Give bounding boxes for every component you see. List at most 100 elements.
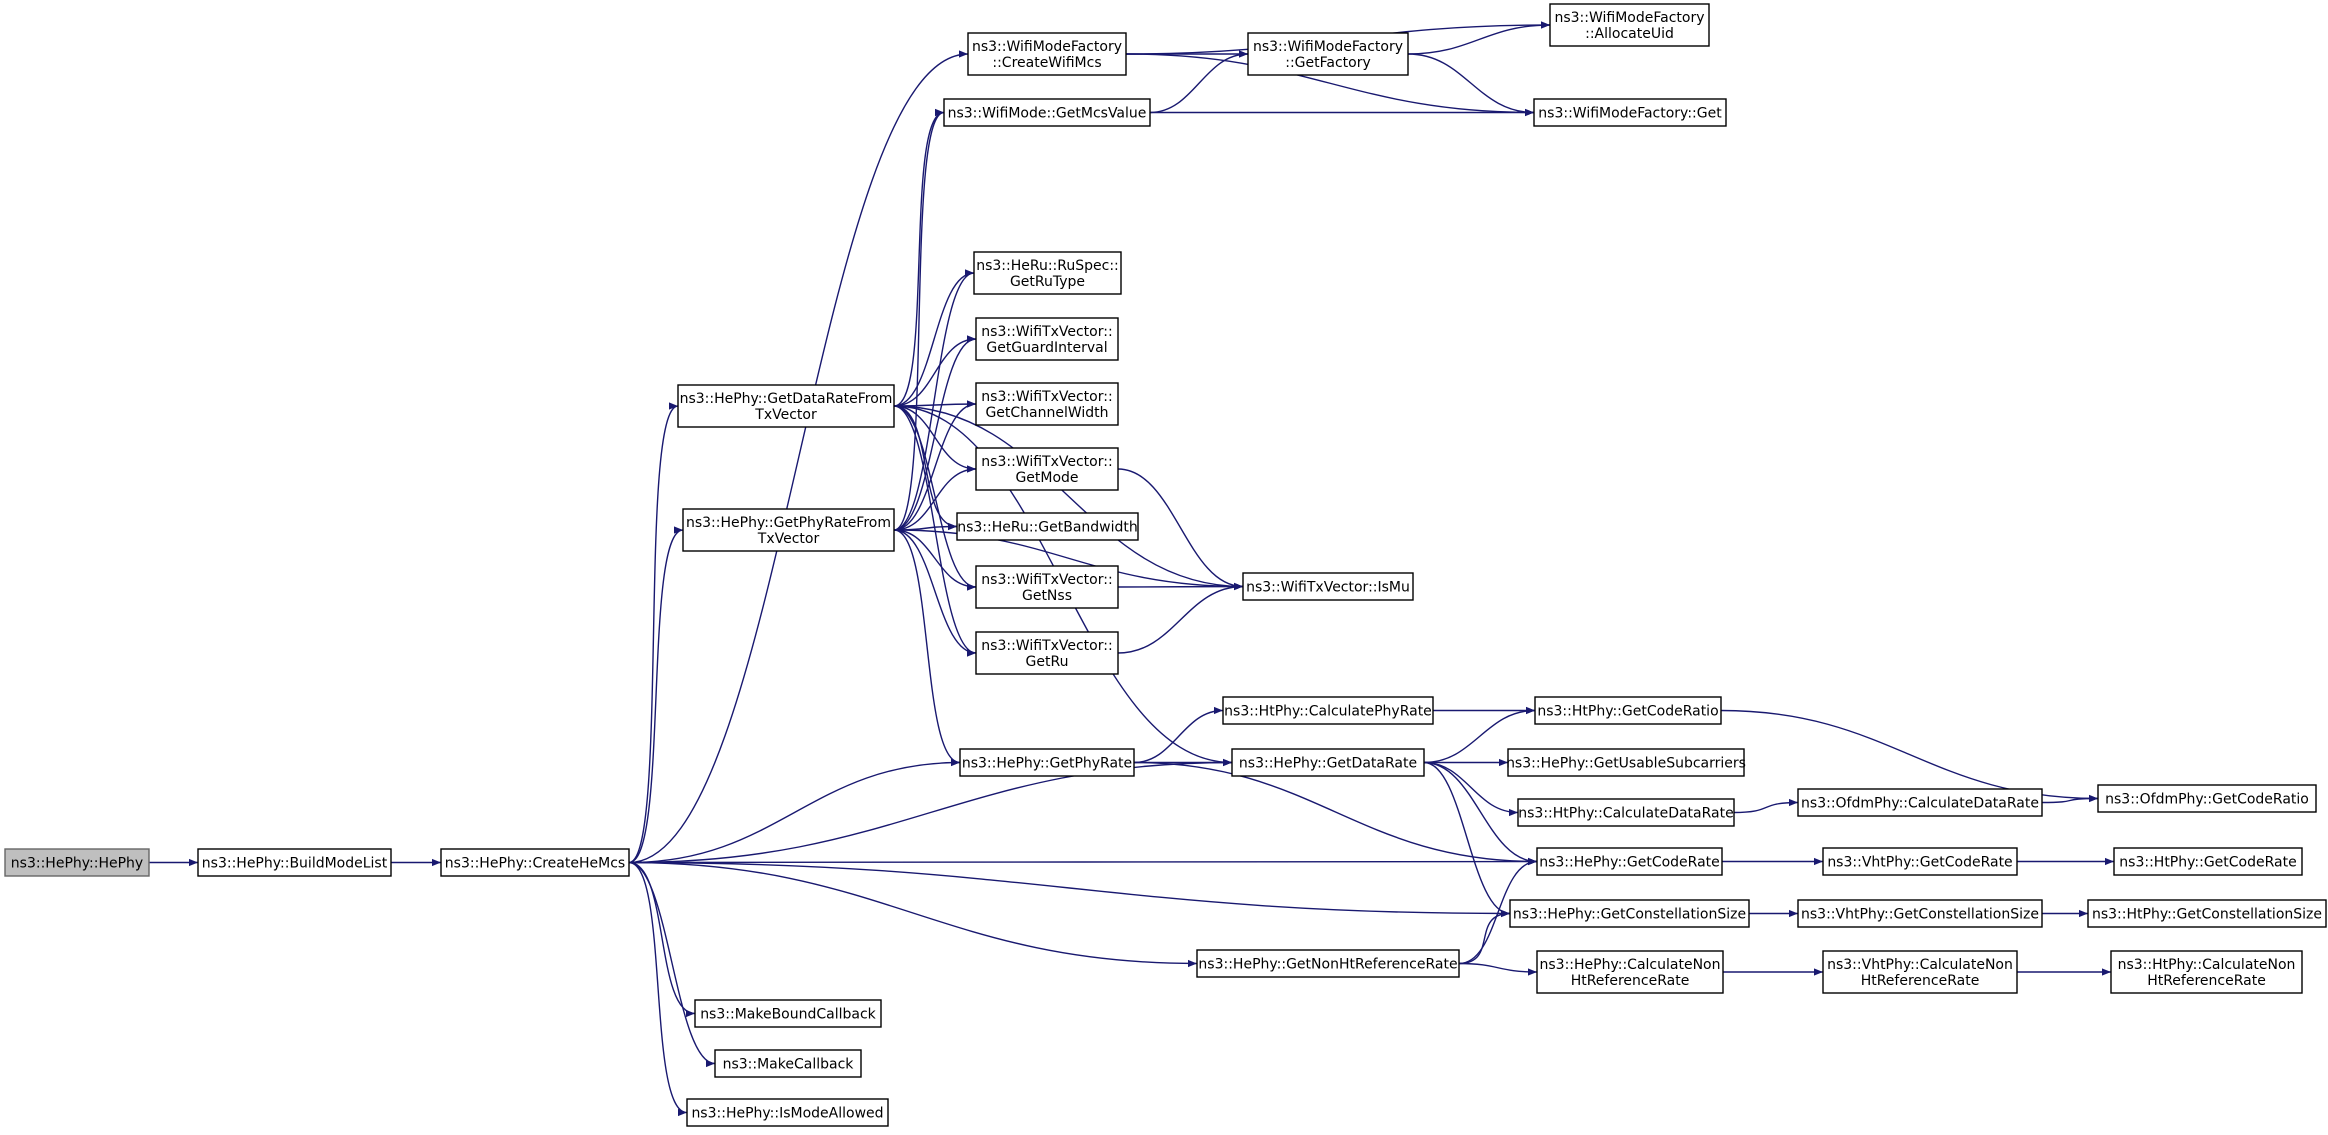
edge-getdatarate-to-hegetconstellationsize — [1423, 761, 1511, 918]
node-box — [1517, 798, 1735, 827]
node-vhtgetconstellationsize[interactable]: ns3::VhtPhy::GetConstellationSize — [1797, 899, 2043, 928]
node-vhtgetcoderate[interactable]: ns3::VhtPhy::GetCodeRate — [1822, 847, 2018, 876]
node-label: ns3::WifiTxVector::IsMu — [1246, 580, 1410, 596]
node-label: TxVector — [757, 531, 820, 547]
node-ofdmgetcoderatio[interactable]: ns3::OfdmPhy::GetCodeRatio — [2097, 784, 2317, 813]
node-label: ns3::HePhy::GetPhyRateFrom — [686, 515, 891, 531]
node-ismodeallowed[interactable]: ns3::HePhy::IsModeAllowed — [686, 1098, 889, 1127]
edge-getphyratefromtxvector-to-getnss — [893, 529, 977, 591]
node-makeboundcallback[interactable]: ns3::MakeBoundCallback — [694, 999, 882, 1028]
node-hegetconstellationsize[interactable]: ns3::HePhy::GetConstellationSize — [1509, 899, 1750, 928]
node-ofdmcalculatedatarate[interactable]: ns3::OfdmPhy::CalculateDataRate — [1797, 788, 2043, 817]
edge-getdataratefromtxvector-to-getru — [893, 405, 977, 657]
node-hegetcoderate[interactable]: ns3::HePhy::GetCodeRate — [1536, 847, 1723, 876]
node-box — [1822, 847, 2018, 876]
node-label: ns3::VhtPhy::CalculateNon — [1827, 957, 2013, 973]
node-box — [1549, 3, 1710, 47]
node-label: ns3::MakeBoundCallback — [700, 1007, 876, 1023]
node-box — [1534, 696, 1722, 725]
node-getusablesubcarriers[interactable]: ns3::HePhy::GetUsableSubcarriers — [1506, 748, 1746, 777]
node-getfactory[interactable]: ns3::WifiModeFactory::GetFactory — [1247, 32, 1409, 76]
node-label: ns3::HeRu::RuSpec:: — [976, 258, 1119, 274]
node-getdatarate[interactable]: ns3::HePhy::GetDataRate — [1231, 748, 1425, 777]
node-box — [943, 98, 1151, 127]
node-label: HtReferenceRate — [1861, 973, 1980, 989]
node-box — [1509, 899, 1750, 928]
node-box — [975, 317, 1119, 361]
node-box — [1247, 32, 1409, 76]
node-box — [1196, 949, 1460, 978]
node-box — [967, 32, 1127, 76]
node-box — [1797, 788, 2043, 817]
node-makecallback[interactable]: ns3::MakeCallback — [714, 1049, 862, 1078]
node-label: HtReferenceRate — [2147, 973, 2266, 989]
node-label: HtReferenceRate — [1571, 973, 1690, 989]
node-getphyrate[interactable]: ns3::HePhy::GetPhyRate — [959, 748, 1135, 777]
node-getnonhtreferencerate[interactable]: ns3::HePhy::GetNonHtReferenceRate — [1196, 949, 1460, 978]
node-getbandwidth[interactable]: ns3::HeRu::GetBandwidth — [956, 512, 1139, 541]
node-createwifimcs[interactable]: ns3::WifiModeFactory::CreateWifiMcs — [967, 32, 1127, 76]
node-getmode[interactable]: ns3::WifiTxVector::GetMode — [975, 447, 1119, 491]
edge-createhemcs-to-ismodeallowed — [628, 861, 688, 1117]
node-htgetcoderate[interactable]: ns3::HtPhy::GetCodeRate — [2113, 847, 2303, 876]
node-label: ns3::OfdmPhy::GetCodeRatio — [2105, 792, 2309, 808]
node-htgetcoderatio[interactable]: ns3::HtPhy::GetCodeRatio — [1534, 696, 1722, 725]
node-buildmodelist[interactable]: ns3::HePhy::BuildModeList — [197, 848, 392, 877]
node-label: ns3::WifiTxVector:: — [981, 638, 1112, 654]
node-box — [682, 508, 895, 552]
node-getru[interactable]: ns3::WifiTxVector::GetRu — [975, 631, 1119, 675]
node-ismu[interactable]: ns3::WifiTxVector::IsMu — [1242, 572, 1414, 601]
node-getmcsvalue[interactable]: ns3::WifiMode::GetMcsValue — [943, 98, 1151, 127]
edge-getdataratefromtxvector-to-getrutype — [893, 269, 975, 407]
node-htgetconstellationsize[interactable]: ns3::HtPhy::GetConstellationSize — [2087, 899, 2327, 928]
edge-getnonhtreferencerate-to-hegetconstellationsize — [1458, 909, 1511, 965]
node-box — [975, 565, 1119, 609]
node-box — [1507, 748, 1745, 777]
node-box — [1222, 696, 1434, 725]
edge-getdataratefromtxvector-to-getchannelwidth — [893, 400, 977, 408]
node-box — [1822, 950, 2018, 994]
node-label: ns3::WifiTxVector:: — [981, 572, 1112, 588]
node-label: ns3::HePhy::GetDataRateFrom — [680, 391, 893, 407]
edge-createhemcs-to-getphyratefromtxvector — [628, 526, 684, 864]
edge-createhemcs-to-hegetcoderate — [628, 857, 1538, 866]
node-label: ns3::HePhy::GetDataRate — [1239, 756, 1417, 772]
node-label: ns3::WifiTxVector:: — [981, 389, 1112, 405]
edge-createwifimcs-to-factoryget — [1125, 53, 1535, 117]
node-box — [959, 748, 1135, 777]
edge-createhemcs-to-getnonhtreferencerate — [628, 861, 1198, 968]
edge-getphyratefromtxvector-to-getmcsvalue — [893, 108, 945, 531]
node-box — [1536, 847, 1723, 876]
node-getnss[interactable]: ns3::WifiTxVector::GetNss — [975, 565, 1119, 609]
edge-getfactory-to-allocateuid — [1407, 21, 1551, 55]
node-box — [440, 848, 630, 877]
node-label: ns3::WifiTxVector:: — [981, 454, 1112, 470]
node-box — [973, 251, 1122, 295]
node-htcalculatedatarate[interactable]: ns3::HtPhy::CalculateDataRate — [1517, 798, 1735, 827]
node-hephy_hephy[interactable]: ns3::HePhy::HePhy — [4, 848, 150, 877]
node-getchannelwidth[interactable]: ns3::WifiTxVector::GetChannelWidth — [975, 382, 1119, 426]
edge-createhemcs-to-getdataratefromtxvector — [628, 402, 679, 864]
node-factoryget[interactable]: ns3::WifiModeFactory::Get — [1533, 98, 1727, 127]
node-label: ns3::HtPhy::GetCodeRate — [2119, 855, 2296, 871]
node-getguardinterval[interactable]: ns3::WifiTxVector::GetGuardInterval — [975, 317, 1119, 361]
node-box — [1242, 572, 1414, 601]
node-htcalculatephyrate[interactable]: ns3::HtPhy::CalculatePhyRate — [1222, 696, 1434, 725]
node-label: ns3::HtPhy::GetCodeRatio — [1537, 704, 1718, 720]
node-label: GetRuType — [1010, 274, 1085, 290]
node-createhemcs[interactable]: ns3::HePhy::CreateHeMcs — [440, 848, 630, 877]
node-label: ns3::HePhy::BuildModeList — [202, 856, 388, 872]
node-allocateuid[interactable]: ns3::WifiModeFactory::AllocateUid — [1549, 3, 1710, 47]
edge-createhemcs-to-hegetconstellationsize — [628, 861, 1511, 918]
node-label: ns3::WifiTxVector:: — [981, 324, 1112, 340]
node-label: ns3::WifiModeFactory — [1253, 39, 1403, 55]
node-getrutype[interactable]: ns3::HeRu::RuSpec::GetRuType — [973, 251, 1122, 295]
node-label: ns3::HtPhy::CalculateNon — [2118, 957, 2296, 973]
edge-getphyratefromtxvector-to-getmode — [893, 465, 977, 531]
